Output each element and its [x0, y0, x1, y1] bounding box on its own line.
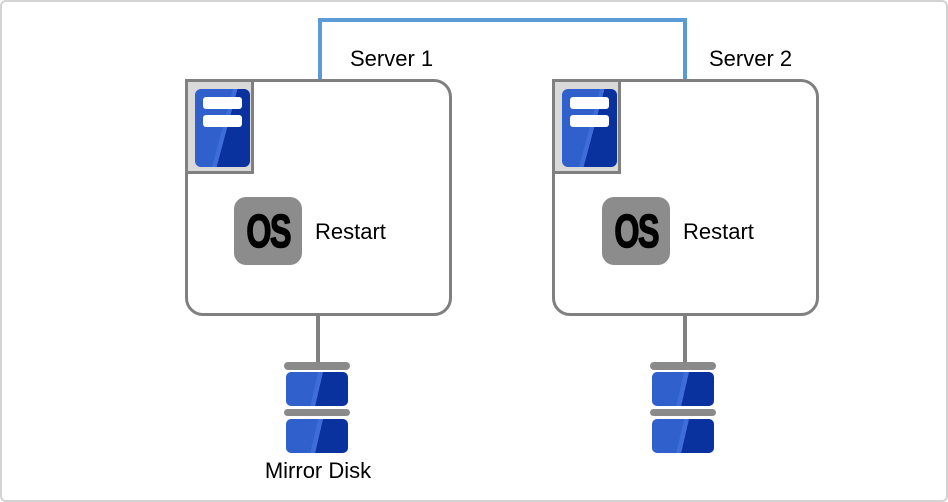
restart-label-server1: Restart	[315, 219, 386, 244]
os-icon-label: OS	[614, 205, 660, 257]
disk-platter	[652, 372, 714, 406]
mirror-disk-label: Mirror Disk	[264, 458, 372, 483]
server-slot-icon	[570, 115, 609, 127]
server1-label: Server 1	[350, 46, 434, 71]
server-slot-icon	[203, 115, 242, 127]
disk-cap	[650, 362, 716, 370]
disk-platter	[652, 419, 714, 453]
disk-separator	[650, 409, 716, 416]
restart-label-server2: Restart	[683, 219, 754, 244]
disk-connector-line-server1	[316, 316, 320, 363]
server-slot-icon	[203, 97, 242, 109]
server-slot-icon	[570, 97, 609, 109]
os-icon: OS	[234, 197, 302, 265]
server2-label: Server 2	[709, 46, 793, 71]
disk-cap	[284, 362, 350, 370]
disk-platter	[286, 372, 348, 406]
os-icon-label: OS	[246, 205, 292, 257]
server1-icon-frame	[185, 79, 254, 174]
disk-platter	[286, 419, 348, 453]
interconnect-link	[318, 18, 687, 79]
server-tower-icon	[195, 89, 250, 167]
os-icon: OS	[602, 197, 670, 265]
server2-icon-frame	[552, 79, 621, 174]
server-tower-icon	[562, 89, 617, 167]
disk-separator	[284, 409, 350, 416]
disk-connector-line-server2	[683, 316, 687, 363]
